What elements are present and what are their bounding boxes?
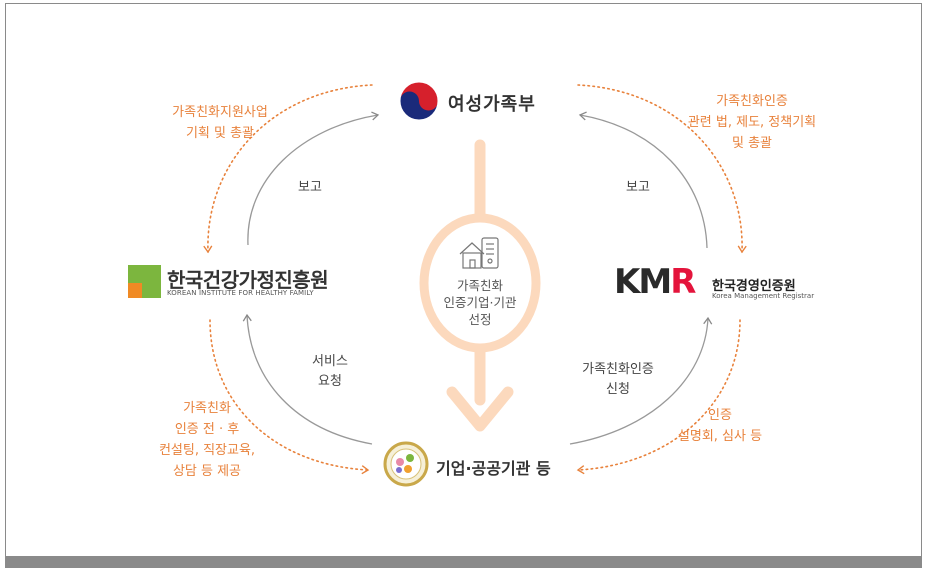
flow-label-line: 요청 bbox=[318, 374, 342, 389]
flow-label-service-request: 서비스 요청 bbox=[300, 352, 360, 392]
kmr-logo-letter: M bbox=[638, 262, 672, 302]
flow-label-registrar-report: 보고 bbox=[626, 178, 650, 198]
central-down-arrow bbox=[419, 139, 541, 432]
arrow-companies-to-institute bbox=[242, 313, 373, 445]
note-ministry-to-registrar: 가족친화인증 관련 법, 제도, 정책기획 및 총괄 bbox=[672, 91, 832, 154]
note-line: 컨설팅, 직장교육, bbox=[158, 443, 256, 458]
center-line-1: 가족친화 bbox=[456, 278, 503, 293]
dotted-arrow-ministry-to-institute bbox=[203, 84, 373, 254]
note-line: 관련 법, 제도, 정책기획 bbox=[687, 115, 817, 130]
kmr-logo-letter: K bbox=[614, 262, 640, 302]
note-ministry-to-institute: 가족친화지원사업 기획 및 총괄 bbox=[150, 102, 290, 144]
dotted-arrow-institute-to-companies bbox=[209, 319, 370, 475]
companies-name: 기업·공공기관 등 bbox=[436, 459, 551, 478]
dotted-arrow-registrar-to-companies bbox=[576, 319, 741, 475]
institute-logo bbox=[128, 265, 161, 298]
flow-label-line: 보고 bbox=[298, 180, 322, 195]
flow-label-certification-apply: 가족친화인증 신청 bbox=[568, 360, 668, 400]
family-house-icon bbox=[459, 237, 499, 269]
kmr-logo-letter: R bbox=[670, 262, 696, 302]
registrar-subtitle: Korea Management Registrar bbox=[712, 292, 815, 300]
flow-label-line: 신청 bbox=[606, 382, 630, 397]
center-line-3: 선정 bbox=[468, 312, 492, 327]
arrow-companies-to-registrar bbox=[569, 316, 713, 445]
registrar-name: 한국경영인증원 bbox=[712, 279, 796, 294]
note-line: 가족친화 bbox=[183, 401, 231, 416]
arrow-registrar-to-ministry bbox=[578, 111, 708, 249]
arrow-institute-to-ministry bbox=[247, 111, 380, 246]
note-registrar-to-companies: 인증 설명회, 심사 등 bbox=[660, 405, 780, 447]
note-line: 인증 bbox=[708, 408, 732, 423]
ministry-name: 여성가족부 bbox=[448, 94, 536, 115]
frame-bottom-bar bbox=[5, 556, 922, 568]
note-line: 기획 및 총괄 bbox=[185, 126, 255, 141]
dotted-arrow-ministry-to-registrar bbox=[577, 84, 747, 254]
flow-label-institute-report: 보고 bbox=[298, 178, 322, 198]
note-line: 및 총괄 bbox=[731, 136, 772, 151]
note-line: 가족친화인증 bbox=[716, 94, 788, 109]
note-line: 가족친화지원사업 bbox=[172, 105, 268, 120]
flow-label-line: 보고 bbox=[626, 180, 650, 195]
kmr-logo: KMR bbox=[614, 262, 696, 302]
certification-badge-logo bbox=[383, 441, 429, 487]
ministry-taeguk-logo bbox=[399, 81, 439, 121]
note-institute-to-companies: 가족친화 인증 전 · 후 컨설팅, 직장교육, 상담 등 제공 bbox=[132, 398, 282, 482]
institute-subtitle: KOREAN INSTITUTE FOR HEALTHY FAMILY bbox=[167, 289, 314, 297]
kmr-logo-text: KMR bbox=[614, 262, 696, 302]
note-line: 설명회, 심사 등 bbox=[677, 429, 763, 444]
note-line: 상담 등 제공 bbox=[172, 464, 242, 479]
institute-name: 한국건강가정진흥원 bbox=[167, 268, 329, 292]
center-line-2: 인증기업·기관 bbox=[443, 295, 517, 310]
flow-label-line: 서비스 bbox=[312, 354, 348, 369]
flow-label-line: 가족친화인증 bbox=[582, 362, 654, 377]
note-line: 인증 전 · 후 bbox=[174, 422, 240, 437]
center-label: 가족친화 인증기업·기관 선정 bbox=[420, 277, 540, 328]
